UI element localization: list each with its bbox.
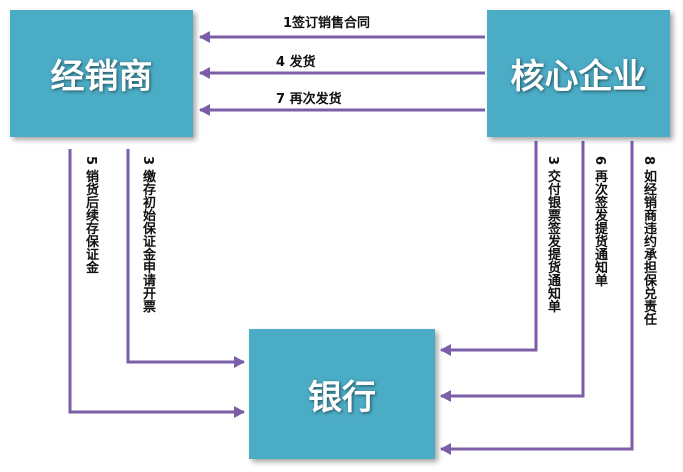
bank-node: 银行 — [249, 329, 435, 459]
label-sign-contract: 1签订销售合同 — [283, 16, 371, 31]
core-enterprise-label: 核心企业 — [510, 57, 647, 97]
label-ship-goods: 4 发货 — [276, 55, 316, 70]
core-enterprise-node: 核心企业 — [487, 10, 670, 137]
dealer-label: 经销商 — [50, 57, 153, 97]
arrow-sell-deposit — [68, 149, 245, 418]
label-deliver-notice: 3 交付银票签发提货通知单 — [545, 156, 560, 313]
arrow-reissue-notice — [440, 141, 585, 402]
label-sell-deposit: 5 销货后续存保证金 — [83, 156, 98, 274]
label-reissue-notice: 6 再次签发提货通知单 — [592, 156, 607, 287]
label-guarantee: 8 如经销商违约承担保兑责任 — [641, 156, 656, 326]
bank-label: 银行 — [308, 377, 376, 418]
dealer-node: 经销商 — [10, 10, 193, 137]
arrow-pay-deposit — [126, 149, 245, 368]
arrow-guarantee — [440, 141, 634, 455]
label-reship-goods: 7 再次发货 — [276, 92, 342, 107]
arrow-deliver-notice — [440, 141, 538, 356]
label-pay-deposit: 3 缴存初始保证金申请开票 — [140, 156, 155, 313]
